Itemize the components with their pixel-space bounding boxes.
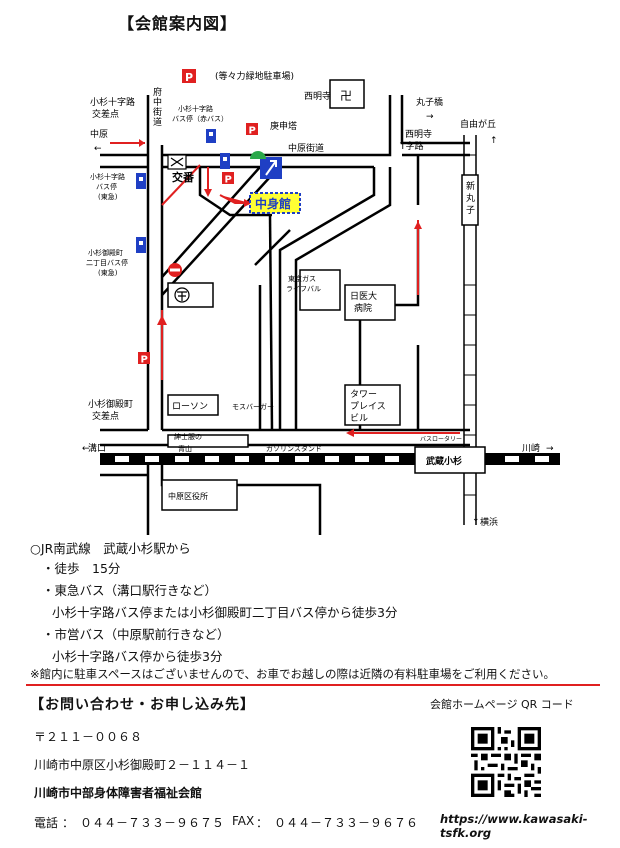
walk-line: ・徒歩 15分 bbox=[42, 561, 121, 576]
svg-text:←: ← bbox=[82, 444, 90, 454]
bus-stop-red-label: 小杉十字路 bbox=[178, 104, 213, 113]
svg-text:プレイス: プレイス bbox=[350, 401, 386, 412]
gas-station-label: ガソリンスタンド bbox=[266, 444, 322, 453]
qr-code-icon[interactable] bbox=[471, 727, 541, 797]
svg-text:→: → bbox=[546, 444, 554, 454]
svg-text:↓: ↓ bbox=[472, 514, 480, 524]
parking-icon bbox=[246, 123, 258, 135]
parking-icon bbox=[182, 69, 196, 83]
svg-text:P: P bbox=[249, 126, 256, 137]
hospital-building bbox=[344, 284, 396, 321]
page-title: 【会館案内図】 bbox=[118, 14, 238, 33]
postal-code: 〒２１１－００６８ bbox=[34, 730, 143, 744]
svg-text:丸: 丸 bbox=[466, 192, 475, 204]
svg-text:P: P bbox=[185, 71, 193, 84]
kaikan-marker bbox=[249, 192, 301, 214]
svg-text:中: 中 bbox=[153, 96, 162, 108]
svg-text:病院: 病院 bbox=[354, 302, 372, 314]
tower-place-label: タワー bbox=[350, 389, 377, 400]
svg-text:バス停（赤バス）: バス停（赤バス） bbox=[172, 114, 228, 123]
svg-text:青山: 青山 bbox=[178, 444, 192, 453]
city-bus-line: ・市営バス（中原駅前行きなど） bbox=[42, 627, 230, 642]
lawson-building bbox=[167, 394, 219, 416]
hospital-label: 日医大 bbox=[350, 290, 377, 302]
kawasaki-label: 川崎 bbox=[522, 442, 540, 454]
koban-label: 交番 bbox=[172, 170, 195, 184]
musashi-kosugi-label: 武蔵小杉 bbox=[426, 455, 462, 467]
qr-label: 会館ホームページ QR コード bbox=[430, 698, 574, 711]
notice-underline bbox=[26, 684, 600, 686]
bus-stop-tokyu-label: 小杉十字路 bbox=[90, 172, 125, 181]
kosugi-crossing-label: 小杉十字路 bbox=[90, 96, 135, 108]
svg-text:二丁目バス停: 二丁目バス停 bbox=[86, 258, 128, 267]
nishimyoji-label: 西明寺 bbox=[304, 91, 331, 102]
city-bus-detail: 小杉十字路バス停から徒歩3分 bbox=[52, 649, 223, 664]
phone-label: 電話 bbox=[34, 816, 59, 830]
kaikan-label: 中身館 bbox=[255, 196, 291, 211]
nishimyoji-crossing-label: 西明寺 bbox=[405, 129, 432, 140]
musashi-kosugi-station bbox=[414, 446, 486, 474]
parking-lot-label: (等々力緑地駐車場) bbox=[215, 70, 294, 82]
nakahara-kaido-label: 中原街道 bbox=[288, 142, 324, 154]
svg-text:→: → bbox=[426, 112, 434, 122]
parking-notice: ※館内に駐車スペースはございませんので、お車でお越しの際は近隣の有料駐車場をご利… bbox=[30, 667, 555, 681]
fax-number: ： ０４４－７３３－９６７６ bbox=[256, 816, 419, 830]
tokyo-gas-building bbox=[299, 269, 341, 311]
phone-number: ： ０４４－７３３－９６７５ bbox=[62, 816, 225, 830]
fuchu-kaido-label: 府 bbox=[153, 86, 162, 98]
station-line: ○JR南武線 武蔵小杉駅から bbox=[30, 541, 191, 556]
mos-burger-label: モスバーガー bbox=[232, 402, 274, 411]
parking-icons: P P P P bbox=[138, 69, 258, 366]
svg-text:(東急): (東急) bbox=[98, 192, 118, 201]
ward-office-building bbox=[161, 479, 238, 511]
aoyama-label: 紳士服の bbox=[174, 432, 202, 441]
contact-heading: 【お問い合わせ・お申し込み先】 bbox=[30, 697, 255, 713]
svg-text:街: 街 bbox=[153, 106, 162, 118]
bus-stop-gotenmachi-label: 小杉御殿町 bbox=[88, 248, 123, 257]
tower-place-building bbox=[344, 384, 401, 426]
parking-icon bbox=[222, 172, 234, 184]
parking-icon bbox=[138, 352, 150, 364]
koshinto-label: 庚申塔 bbox=[270, 120, 297, 132]
yokohama-label: 横浜 bbox=[480, 516, 498, 528]
tokyu-bus-line: ・東急バス（溝口駅行きなど） bbox=[42, 583, 218, 598]
mizonokuchi-label: 溝口 bbox=[88, 442, 106, 454]
shin-maruko-station bbox=[461, 174, 479, 226]
access-map: P P P P 中身館 (等々力緑地駐車場) 小杉十字路 交差点 府 中 街 道… bbox=[82, 69, 560, 535]
svg-text:←: ← bbox=[94, 144, 102, 154]
tokyo-gas-label: 東京ガス bbox=[288, 274, 316, 283]
svg-text:P: P bbox=[225, 175, 232, 186]
svg-text:交差点: 交差点 bbox=[92, 410, 119, 422]
temple-icon: 卍 bbox=[340, 89, 352, 103]
svg-text:(東急): (東急) bbox=[98, 268, 118, 277]
svg-text:バス停: バス停 bbox=[96, 182, 117, 191]
fax-label: FAX bbox=[232, 814, 255, 828]
svg-text:ビル: ビル bbox=[350, 413, 368, 424]
koshinto-marker-icon bbox=[250, 151, 266, 159]
jiyugaoka-label: 自由が丘 bbox=[460, 118, 496, 130]
homepage-link[interactable]: https://www.kawasaki-tsfk.org bbox=[440, 812, 588, 840]
svg-text:道: 道 bbox=[153, 116, 162, 128]
gotenmachi-crossing-label: 小杉御殿町 bbox=[88, 398, 133, 410]
svg-text:ライフバル: ライフバル bbox=[286, 285, 321, 293]
lawson-label: ローソン bbox=[172, 402, 208, 412]
tokyu-bus-detail: 小杉十字路バス停または小杉御殿町二丁目バス停から徒歩3分 bbox=[52, 605, 398, 620]
svg-text:子: 子 bbox=[466, 205, 475, 216]
bus-rotary-label: バスロータリー bbox=[420, 435, 462, 443]
svg-text:T字路: T字路 bbox=[399, 140, 424, 152]
organization-name: 川崎市中部身体障害者福祉会館 bbox=[34, 786, 203, 800]
temple-building bbox=[329, 79, 365, 109]
shin-maruko-label: 新 bbox=[466, 180, 475, 192]
svg-text:交差点: 交差点 bbox=[92, 108, 119, 120]
svg-text:↑: ↑ bbox=[490, 136, 498, 146]
address: 川崎市中原区小杉御殿町２－１１４－１ bbox=[34, 758, 251, 772]
marukobashi-label: 丸子橋 bbox=[416, 96, 443, 108]
nakahara-label: 中原 bbox=[90, 128, 108, 140]
svg-text:P: P bbox=[141, 355, 148, 366]
ward-office-label: 中原区役所 bbox=[168, 491, 208, 501]
